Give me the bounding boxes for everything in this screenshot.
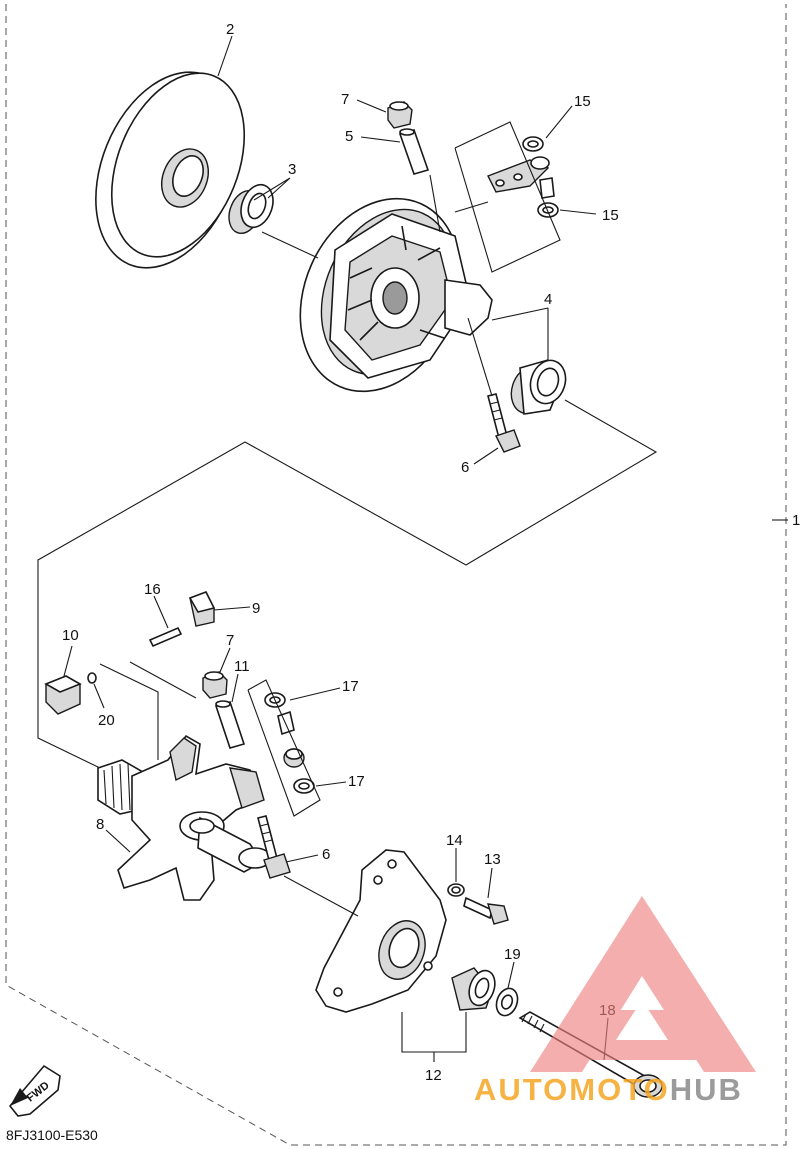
part-15-roller-arm xyxy=(487,136,559,218)
callout-numbers: 2 3 7 5 15 15 4 6 16 9 10 7 11 17 20 17 … xyxy=(62,21,800,1084)
callout-4: 4 xyxy=(544,291,552,308)
part-2-sheave xyxy=(95,71,246,269)
callout-3: 3 xyxy=(288,161,296,178)
callout-19: 19 xyxy=(504,946,521,963)
callout-13: 13 xyxy=(484,851,501,868)
part-6-bolt-upper xyxy=(487,393,521,453)
callout-17-upper: 17 xyxy=(342,678,359,695)
part-15-link xyxy=(429,174,489,233)
dashed-border xyxy=(5,4,787,1146)
callout-16: 16 xyxy=(144,581,161,598)
callout-14: 14 xyxy=(446,832,463,849)
part-20-ring xyxy=(87,672,97,684)
part-10-slider xyxy=(44,675,82,715)
part-7-cap-upper xyxy=(387,101,413,129)
primary-sheave-body xyxy=(299,197,493,393)
callout-17-lower: 17 xyxy=(348,773,365,790)
svg-text:AUTOMOTOHUB: AUTOMOTOHUB xyxy=(474,1072,743,1107)
upper-axis-line xyxy=(467,317,493,397)
lower-axis-line xyxy=(283,875,359,917)
part-12-bush xyxy=(451,967,496,1011)
part-3-collar xyxy=(228,183,274,235)
callout-20: 20 xyxy=(98,712,115,729)
part-7-cap-lower xyxy=(202,671,228,699)
callout-5: 5 xyxy=(345,128,353,145)
callout-12: 12 xyxy=(425,1067,442,1084)
part-14-washer xyxy=(447,883,465,897)
part-10-bracket xyxy=(99,663,159,760)
part-6-bolt-lower xyxy=(257,815,291,879)
callout-7-upper: 7 xyxy=(341,91,349,108)
callout-2: 2 xyxy=(226,21,234,38)
callout-8: 8 xyxy=(96,816,104,833)
part-17-bracket xyxy=(247,679,321,817)
cover-plate xyxy=(315,849,447,1013)
watermark-logo: AUTOMOTOHUB xyxy=(474,896,756,1107)
watermark-triangle-mark xyxy=(530,896,756,1072)
callout-edge-1: 1 xyxy=(792,512,800,529)
callout-10: 10 xyxy=(62,627,79,644)
part-9-bracket xyxy=(129,661,197,699)
part-11-pin xyxy=(214,700,246,749)
callout-6-lower: 6 xyxy=(322,846,330,863)
callout-15-upper: 15 xyxy=(574,93,591,110)
part-13-bolt xyxy=(463,896,509,925)
watermark-text-automoto: AUTOMOTO xyxy=(474,1072,670,1107)
callout-6-upper: 6 xyxy=(461,459,469,476)
part-4-bushing xyxy=(510,359,567,415)
part-15-bracket xyxy=(454,121,561,273)
part-8-spider xyxy=(97,734,272,901)
part-9-block xyxy=(188,590,216,627)
drawing-code: 8FJ3100-E530 xyxy=(6,1127,98,1143)
callout-11: 11 xyxy=(234,658,250,675)
collar-to-sheave-leader xyxy=(261,231,319,259)
part-12-bracket xyxy=(401,1012,467,1053)
part-17-roller-set xyxy=(264,692,315,794)
callout-15-lower: 15 xyxy=(602,207,619,224)
callout-9: 9 xyxy=(252,600,260,617)
part-5-pin-upper xyxy=(398,128,430,175)
part-19-washer xyxy=(495,987,519,1017)
watermark-text-hub: HUB xyxy=(670,1072,743,1107)
part-16-pin xyxy=(148,626,183,648)
callout-7-lower: 7 xyxy=(226,632,234,649)
fwd-arrow: FWD xyxy=(8,1064,61,1117)
upper-assembly-outline xyxy=(37,399,658,769)
